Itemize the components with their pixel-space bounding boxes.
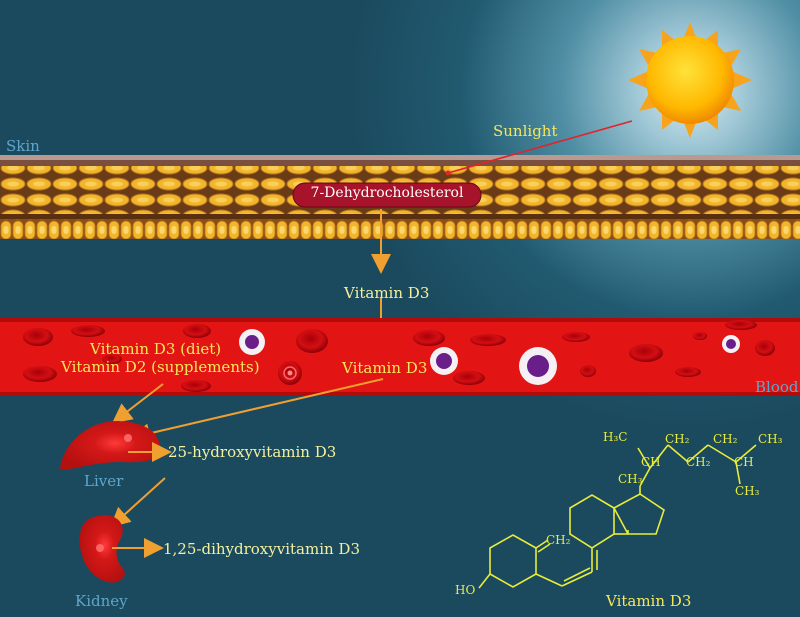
- molecule-label-ho: HO: [455, 583, 476, 597]
- liver-label: Liver: [84, 472, 124, 490]
- vitamin-d3-skin-label: Vitamin D3: [344, 284, 430, 302]
- molecule-name-label: Vitamin D3: [606, 592, 692, 610]
- molecule-label-ch3-right: CH₃: [758, 432, 783, 446]
- dehydrocholesterol-label: 7-Dehydrocholesterol: [310, 185, 464, 201]
- supplements-label: Vitamin D2 (supplements): [61, 358, 260, 376]
- molecule-label-ch3-bottom: CH₃: [735, 484, 760, 498]
- kidney-label: Kidney: [75, 592, 128, 610]
- dehydrocholesterol-badge: [292, 182, 482, 208]
- molecule-label-ch2-low: CH₂: [686, 455, 711, 469]
- molecule-label-ch3-ring: CH₃: [618, 472, 643, 486]
- sun-icon: [628, 22, 752, 138]
- molecule-label-ch2-top: CH₂: [665, 432, 690, 446]
- vitamin-d3-blood-label: Vitamin D3: [342, 359, 428, 377]
- molecule-label-ch2-right: CH₂: [713, 432, 738, 446]
- vitamin-d3-molecule: [478, 444, 757, 589]
- liver-organ: [60, 420, 161, 470]
- sunlight-label: Sunlight: [493, 122, 558, 140]
- skin-label: Skin: [6, 137, 40, 155]
- blood-label: Blood: [755, 378, 799, 396]
- sun-ray: [447, 120, 633, 174]
- molecule-label-ch-left: CH: [641, 455, 661, 469]
- blood-vessel: [0, 318, 800, 396]
- molecule-label-ch2-ring: CH₂: [546, 533, 571, 547]
- hydroxyvitamin-label: 25-hydroxyvitamin D3: [168, 443, 337, 461]
- molecule-label-h3c: H₃C: [603, 430, 628, 444]
- diet-label: Vitamin D3 (diet): [90, 340, 222, 358]
- dihydroxyvitamin-label: 1,25-dihydroxyvitamin D3: [163, 540, 360, 558]
- molecule-label-ch-right: CH: [734, 455, 754, 469]
